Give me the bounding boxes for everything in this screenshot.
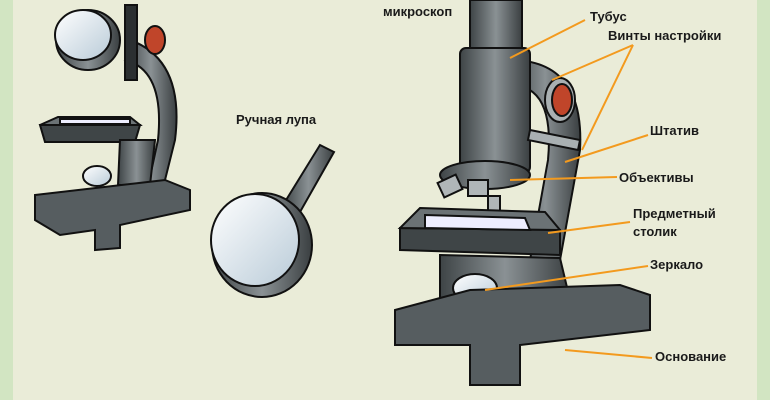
left-border-strip [0, 0, 13, 400]
label-microscope: микроскоп [383, 4, 453, 19]
label-stage-line2: столик [633, 224, 677, 239]
label-tube: Тубус [590, 9, 627, 24]
label-mirror: Зеркало [650, 257, 704, 272]
label-adjust-screws: Винты настройки [608, 28, 722, 43]
label-stage-line1: Предметный [633, 206, 716, 221]
label-objectives: Объективы [619, 170, 694, 185]
leader-lines [484, 19, 653, 359]
hand-lens-illustration [210, 143, 336, 298]
right-border-strip [757, 0, 770, 400]
label-stand: Штатив [650, 123, 700, 138]
stand-magnifier [34, 4, 191, 252]
microscope-illustration [394, 0, 651, 386]
label-base: Основание [655, 349, 727, 364]
label-hand-lens: Ручная лупа [236, 112, 317, 127]
